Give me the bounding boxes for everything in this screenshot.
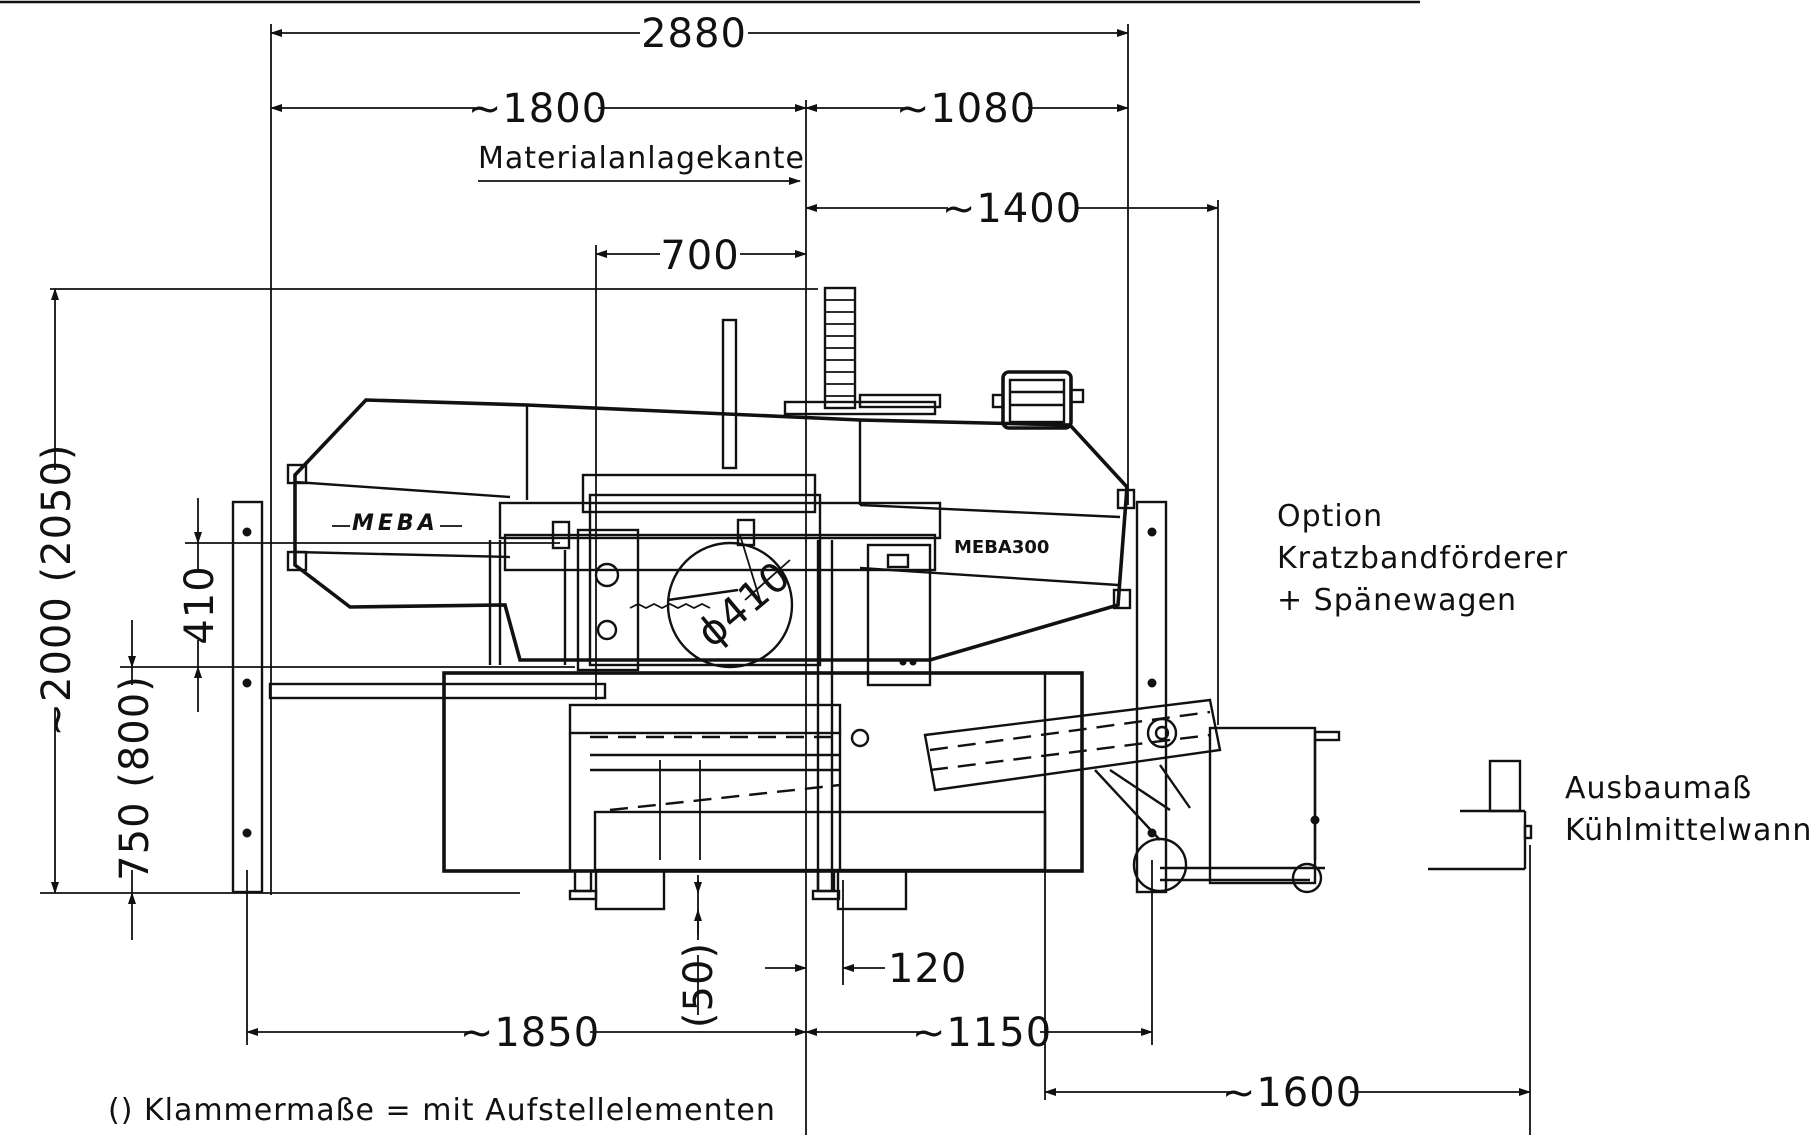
machine-base — [442, 671, 1084, 873]
annotation-texts: Option Kratzbandförderer + Spänewagen Au… — [108, 499, 1813, 1128]
plate-holes — [242, 527, 1157, 838]
bow-brackets — [286, 463, 1136, 610]
logo-meba-left: MEBA — [352, 511, 439, 536]
bandsaw-machine: MEBA MEBA300 — [231, 286, 1533, 911]
dim-left-width: ~1800 — [468, 86, 608, 132]
coolant-line-2: Kühlmittelwanne — [1565, 813, 1813, 848]
dim-gap-120: 120 — [888, 946, 967, 992]
label-material-edge: Materialanlagekante — [478, 141, 805, 176]
floor-plate-left — [231, 500, 264, 894]
dim-total-width: 2880 — [641, 11, 747, 57]
dimension-texts: 2880 ~1800 ~1080 Materialanlagekante ~14… — [34, 11, 1362, 1116]
dim-height-410: 410 — [177, 565, 223, 644]
dim-foot-50: (50) — [676, 942, 722, 1028]
dim-right-width: ~1080 — [896, 86, 1036, 132]
footnote: () Klammermaße = mit Aufstellelementen — [108, 1093, 776, 1128]
feed-rail — [268, 682, 607, 700]
dim-bottom-right: ~1150 — [912, 1010, 1052, 1056]
dim-height-total: ~2000 (2050) — [34, 443, 80, 736]
motor — [991, 370, 1085, 430]
floor-plate-right — [1135, 500, 1168, 894]
option-line-1: Option — [1277, 499, 1383, 534]
option-line-3: + Spänewagen — [1277, 583, 1517, 618]
coolant-line-1: Ausbaumaß — [1565, 771, 1752, 806]
dim-coolant-depth: ~1600 — [1222, 1070, 1362, 1116]
logo-meba-right: MEBA300 — [954, 537, 1049, 558]
dim-conveyor-width: ~1400 — [942, 186, 1082, 232]
dimension-lines — [51, 29, 1531, 1096]
machine-feet — [568, 869, 908, 911]
dim-bottom-left: ~1850 — [460, 1010, 600, 1056]
option-line-2: Kratzbandförderer — [1277, 541, 1568, 576]
chip-conveyor — [923, 698, 1341, 894]
dim-height-750: 750 (800) — [112, 675, 158, 881]
coolant-tank-symbol — [1428, 759, 1533, 871]
chip-brush — [823, 286, 857, 410]
dim-offset-700: 700 — [660, 233, 739, 279]
